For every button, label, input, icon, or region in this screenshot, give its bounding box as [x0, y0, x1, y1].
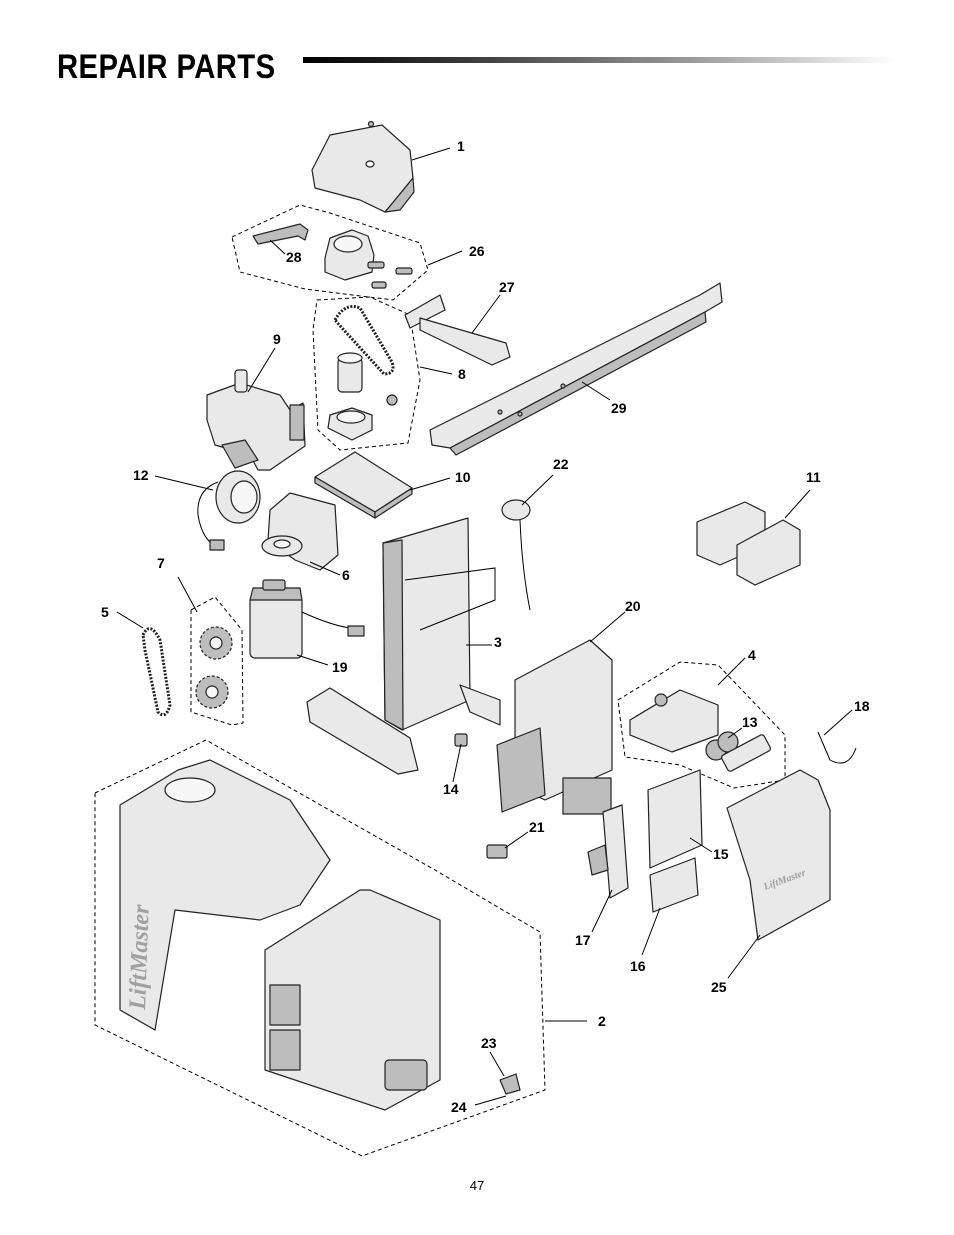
- part-15-control-board: [647, 769, 703, 869]
- callout-5: 5: [101, 604, 109, 620]
- housing-logo: LiftMaster: [125, 903, 155, 1011]
- part-26-clamp-assembly: [324, 229, 413, 289]
- callout-28: 28: [286, 249, 302, 265]
- callout-9: 9: [273, 331, 281, 347]
- part-7-sprockets: [195, 626, 233, 709]
- part-16-receiver-board: [649, 857, 699, 913]
- part-6-gear-housing: [261, 492, 339, 571]
- group-outline-26: [231, 204, 429, 301]
- part-29-rail: [429, 282, 723, 456]
- callout-22: 22: [553, 456, 569, 472]
- callout-18: 18: [854, 698, 870, 714]
- callout-17: 17: [575, 932, 591, 948]
- group-outline-7: [190, 596, 244, 726]
- part-11-batteries: [696, 501, 801, 586]
- callout-20: 20: [625, 598, 641, 614]
- callout-19: 19: [332, 659, 348, 675]
- part-19-drive-motor: [249, 579, 365, 659]
- part-27-bracket-arm: [404, 294, 511, 366]
- page-title: REPAIR PARTS: [57, 48, 276, 86]
- callout-8: 8: [458, 366, 466, 382]
- callout-3: 3: [494, 634, 502, 650]
- part-10-tray: [314, 451, 413, 519]
- part-1-cover: [311, 120, 415, 213]
- callout-7: 7: [157, 555, 165, 571]
- part-22-sensor: [501, 499, 531, 611]
- callout-21: 21: [529, 819, 545, 835]
- group-outline-8: [312, 296, 421, 451]
- part-12-motor: [197, 470, 261, 551]
- leader-lines: [116, 147, 853, 1106]
- callout-23: 23: [481, 1035, 497, 1051]
- callout-1: 1: [457, 138, 465, 154]
- callout-24: 24: [451, 1099, 467, 1115]
- callout-16: 16: [630, 958, 646, 974]
- part-5-chain: [141, 627, 172, 717]
- part-25-side-cover: LiftMaster: [726, 769, 831, 941]
- callout-27: 27: [499, 279, 515, 295]
- group-outline-2: [94, 739, 546, 1157]
- callout-14: 14: [443, 781, 459, 797]
- title-rule: [303, 57, 895, 63]
- part-18-antenna: [817, 731, 857, 764]
- part-2-housing-cover: LiftMaster: [119, 759, 441, 1111]
- part-13-gears: [705, 731, 771, 772]
- callout-2: 2: [598, 1013, 606, 1029]
- callout-15: 15: [713, 846, 729, 862]
- part-9-gearbox: [206, 369, 306, 471]
- part-17-bracket: [587, 804, 629, 899]
- callout-11: 11: [806, 469, 821, 485]
- callout-4: 4: [748, 647, 756, 663]
- callout-26: 26: [469, 243, 485, 259]
- page-number: 47: [469, 1178, 485, 1193]
- part-20-control-box: [496, 639, 613, 815]
- callout-12: 12: [133, 467, 149, 483]
- part-23-key-lock: [499, 1073, 521, 1095]
- callout-29: 29: [611, 400, 627, 416]
- callout-25: 25: [711, 979, 727, 995]
- part-28-hex-key: [252, 223, 309, 245]
- part-4-bracket: [629, 689, 719, 753]
- part-21-switch: [486, 844, 508, 859]
- callout-13: 13: [742, 714, 758, 730]
- callout-10: 10: [455, 469, 471, 485]
- callout-6: 6: [342, 567, 350, 583]
- part-3-main-frame: [306, 517, 501, 775]
- part-8-belt-and-pulleys: [327, 305, 398, 441]
